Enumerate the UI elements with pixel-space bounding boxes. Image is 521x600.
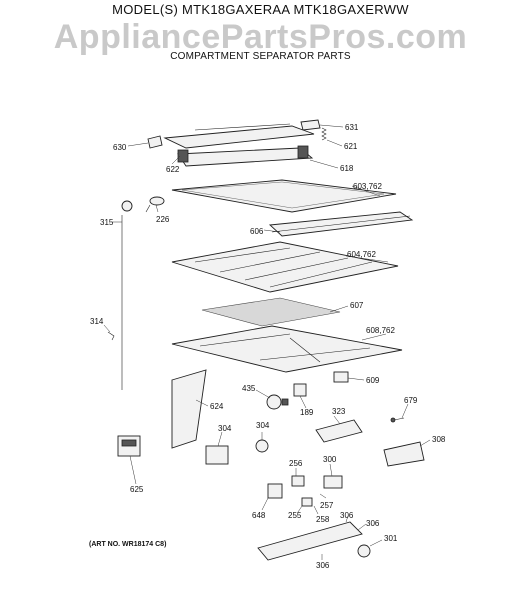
callout-314: 314 — [90, 317, 104, 326]
callout-306-b: 306 — [366, 519, 380, 528]
callout-435: 435 — [242, 384, 256, 393]
callout-308: 308 — [432, 435, 446, 444]
callout-323: 323 — [332, 407, 346, 416]
part-648-control[interactable] — [267, 483, 283, 499]
part-630-bracket[interactable] — [147, 135, 163, 149]
callout-648: 648 — [252, 511, 266, 520]
part-604-separator[interactable] — [171, 241, 399, 293]
callout-624: 624 — [210, 402, 224, 411]
callout-306-c: 306 — [316, 561, 330, 570]
part-631-bracket[interactable] — [300, 119, 321, 131]
part-603-shelf[interactable] — [171, 179, 397, 213]
part-308-bracket[interactable] — [383, 441, 425, 467]
part-607-mesh[interactable] — [201, 297, 341, 327]
part-301-knob[interactable] — [357, 544, 371, 558]
diagram-subtitle: COMPARTMENT SEPARATOR PARTS — [170, 51, 351, 62]
part-226-knob[interactable] — [145, 196, 165, 213]
callout-622: 622 — [166, 165, 180, 174]
part-624-duct[interactable] — [171, 369, 207, 449]
part-304-right[interactable] — [255, 439, 269, 453]
part-609-damper[interactable] — [333, 371, 349, 383]
callout-306-a: 306 — [340, 511, 354, 520]
watermark: AppliancePartsPros.com — [53, 18, 468, 56]
callout-631: 631 — [345, 123, 359, 132]
callout-618: 618 — [340, 164, 354, 173]
part-315-rod[interactable] — [121, 200, 133, 390]
callout-258: 258 — [316, 515, 330, 524]
part-679-screw[interactable] — [390, 417, 405, 423]
callout-621: 621 — [344, 142, 358, 151]
part-323-housing[interactable] — [315, 419, 363, 443]
part-189-socket[interactable] — [293, 383, 307, 397]
callout-606: 606 — [250, 227, 264, 236]
callout-604-762: 604,762 — [347, 250, 376, 259]
part-top-cover[interactable] — [163, 123, 315, 149]
part-300-thermostat[interactable] — [323, 475, 343, 489]
callout-226: 226 — [156, 215, 170, 224]
part-306-rail[interactable] — [257, 521, 363, 561]
callout-labels: 630 631 621 622 618 603,762 315 226 606 … — [90, 123, 446, 570]
callout-255: 255 — [288, 511, 302, 520]
callout-679: 679 — [404, 396, 418, 405]
leader-lines — [103, 124, 431, 560]
part-621-spring[interactable] — [321, 127, 327, 141]
part-625-switch[interactable] — [117, 435, 141, 457]
callout-609: 609 — [366, 376, 380, 385]
part-606-rail[interactable] — [268, 211, 414, 237]
callout-603-762: 603,762 — [353, 182, 382, 191]
part-304-left[interactable] — [205, 445, 229, 465]
callout-607: 607 — [350, 301, 364, 310]
part-608-pan[interactable] — [171, 325, 403, 373]
part-435-bulb[interactable] — [266, 394, 289, 410]
part-618-frame[interactable] — [177, 145, 314, 167]
callout-304-a: 304 — [218, 424, 232, 433]
callout-608-762: 608,762 — [366, 326, 395, 335]
art-number: (ART NO. WR18174 C8) — [89, 541, 166, 548]
callout-304-b: 304 — [256, 421, 270, 430]
part-314-clip[interactable] — [107, 331, 115, 341]
callout-315: 315 — [100, 218, 114, 227]
part-255-258[interactable] — [301, 497, 313, 507]
callout-256: 256 — [289, 459, 303, 468]
callout-301: 301 — [384, 534, 398, 543]
callout-257: 257 — [320, 501, 334, 510]
model-title: MODEL(S) MTK18GAXERAA MTK18GAXERWW — [112, 2, 409, 17]
callout-300: 300 — [323, 455, 337, 464]
callout-189: 189 — [300, 408, 314, 417]
part-256-sensor[interactable] — [291, 475, 305, 487]
callout-630: 630 — [113, 143, 127, 152]
callout-625: 625 — [130, 485, 144, 494]
